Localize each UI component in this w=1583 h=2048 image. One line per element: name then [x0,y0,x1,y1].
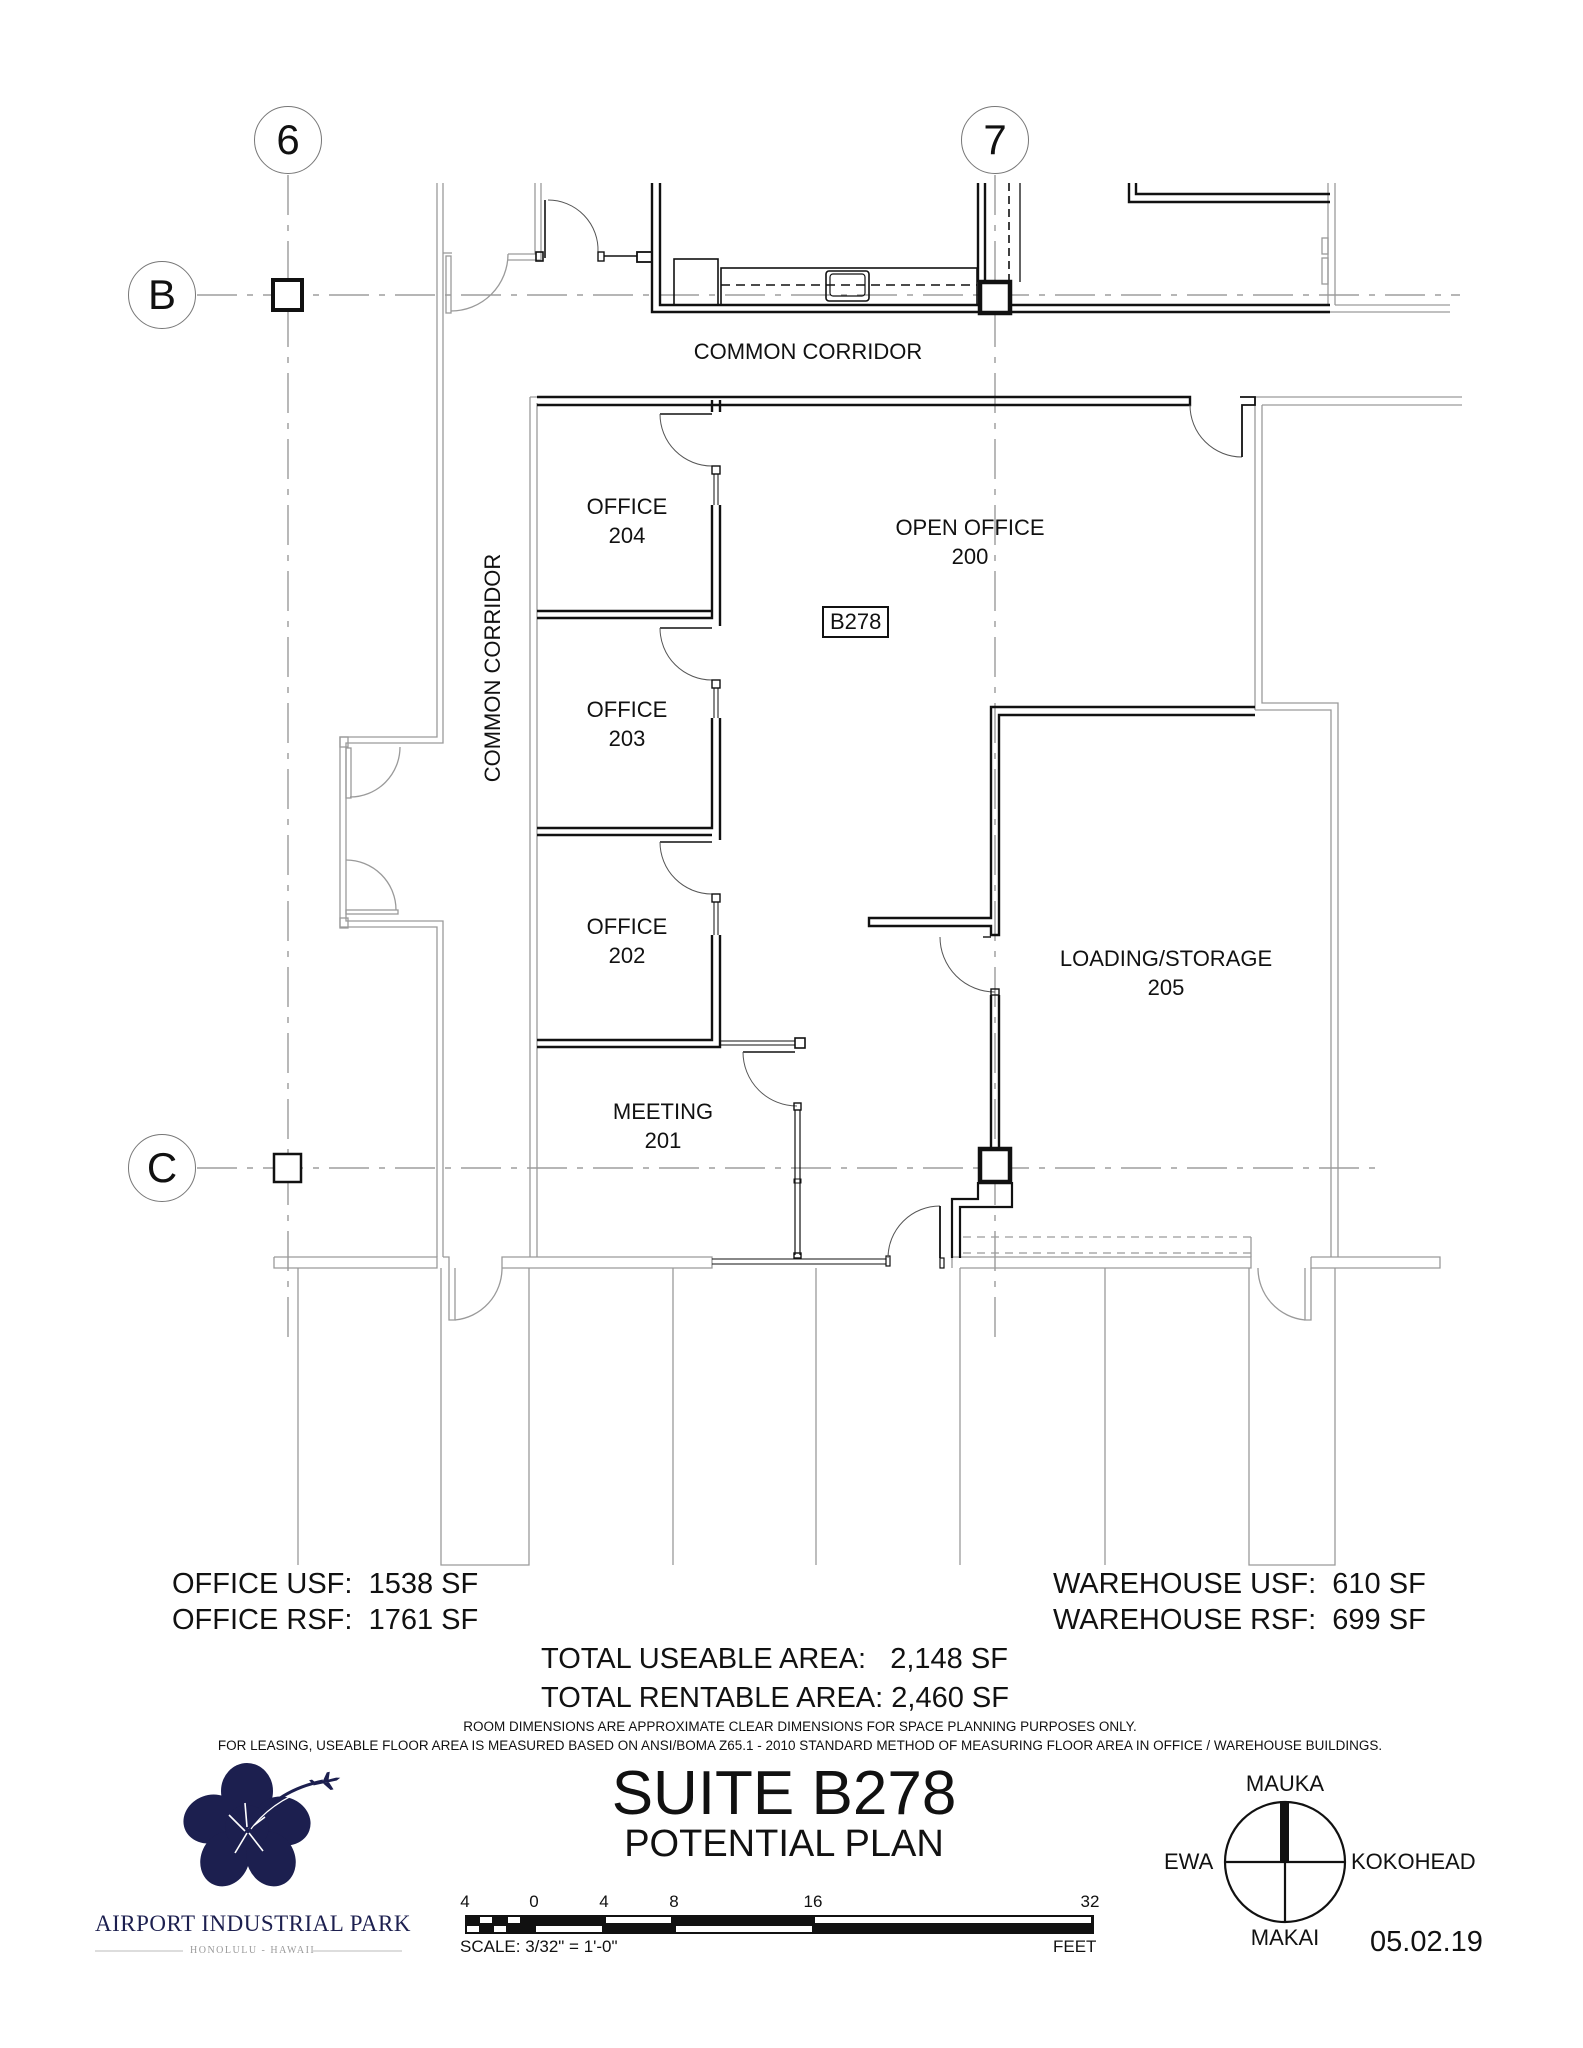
room-number: 200 [951,544,989,569]
tenant-walls [535,183,1330,1269]
office-rsf-value: 1761 SF [368,1604,479,1636]
total-rentable-label: TOTAL RENTABLE AREA: [541,1682,884,1714]
scale-tick-4-neg: 4 [460,1892,470,1911]
grid-bubble-6: 6 [254,106,322,174]
room-office-204: OFFICE 204 [587,492,668,550]
corridor-label-top: COMMON CORRIDOR [693,339,923,364]
room-name: MEETING [612,1099,714,1124]
total-useable-value: 2,148 SF [890,1643,1008,1675]
office-rsf: OFFICE RSF: 1761 SF [172,1606,478,1635]
room-name: OPEN OFFICE [895,515,1045,540]
warehouse-rsf: WAREHOUSE RSF: 699 SF [1053,1606,1426,1635]
total-rentable-area: TOTAL RENTABLE AREA: 2,460 SF [541,1684,1009,1713]
room-number: 201 [644,1128,682,1153]
room-name: OFFICE [586,697,668,722]
office-usf-label: OFFICE USF: [172,1568,353,1600]
grid-lines [197,175,1460,1340]
room-name: OFFICE [586,494,668,519]
plan-date: 05.02.19 [1370,1926,1483,1958]
corridor-label-left: COMMON CORRIDOR [480,553,505,783]
compass-north-mauka: MAUKA [1245,1771,1325,1796]
office-usf-value: 1538 SF [368,1568,479,1600]
logo-company-name: AIRPORT INDUSTRIAL PARK [95,1911,411,1936]
room-name: LOADING/STORAGE [1059,946,1273,971]
compass-west-ewa: EWA [1164,1849,1214,1874]
scale-tick-16: 16 [803,1892,823,1911]
warehouse-usf-value: 610 SF [1332,1568,1426,1600]
grid-bubble-7: 7 [961,106,1029,174]
compass-south-makai: MAKAI [1250,1925,1320,1950]
grid-bubble-b: B [128,261,196,329]
note-dimensions: ROOM DIMENSIONS ARE APPROXIMATE CLEAR DI… [463,1719,1137,1734]
room-name: OFFICE [586,914,668,939]
scale-tick-8: 8 [669,1892,679,1911]
room-office-203: OFFICE 203 [587,695,668,753]
total-useable-area: TOTAL USEABLE AREA: 2,148 SF [541,1645,1008,1674]
plan-title: SUITE B278 [611,1759,957,1828]
existing-walls [273,183,1462,1566]
room-meeting-201: MEETING 201 [613,1097,713,1155]
scale-tick-0: 0 [529,1892,539,1911]
office-rsf-label: OFFICE RSF: [172,1604,353,1636]
room-office-202: OFFICE 202 [587,912,668,970]
structural-columns [271,278,1013,1185]
note-boma-standard: FOR LEASING, USEABLE FLOOR AREA IS MEASU… [217,1738,1383,1753]
logo-location: HONOLULU - HAWAII [190,1945,316,1956]
total-rentable-value: 2,460 SF [891,1682,1009,1714]
warehouse-usf-label: WAREHOUSE USF: [1053,1568,1317,1600]
warehouse-usf: WAREHOUSE USF: 610 SF [1053,1570,1426,1599]
room-number: 204 [608,523,646,548]
compass-rose [1223,1800,1347,1924]
grid-bubble-c: C [128,1134,196,1202]
room-number: 205 [1147,975,1185,1000]
scale-units: FEET [1053,1937,1097,1956]
airplane-icon [309,1771,341,1790]
scale-text: SCALE: 3/32" = 1'-0" [460,1937,618,1956]
plan-subtitle: POTENTIAL PLAN [624,1823,944,1865]
office-usf: OFFICE USF: 1538 SF [172,1570,478,1599]
hibiscus-logo-icon [183,1763,341,1887]
total-useable-label: TOTAL USEABLE AREA: [541,1643,867,1675]
suite-tag: B278 [822,606,890,638]
room-open-office-200: OPEN OFFICE 200 [895,513,1044,571]
scale-tick-32: 32 [1080,1892,1100,1911]
warehouse-rsf-label: WAREHOUSE RSF: [1053,1604,1317,1636]
room-loading-storage-205: LOADING/STORAGE 205 [1060,944,1272,1002]
warehouse-rsf-value: 699 SF [1332,1604,1426,1636]
room-number: 203 [608,726,646,751]
compass-east-kokohead: KOKOHEAD [1351,1849,1476,1874]
room-number: 202 [608,943,646,968]
scale-bar-graphic [465,1915,1094,1934]
scale-tick-4: 4 [599,1892,609,1911]
